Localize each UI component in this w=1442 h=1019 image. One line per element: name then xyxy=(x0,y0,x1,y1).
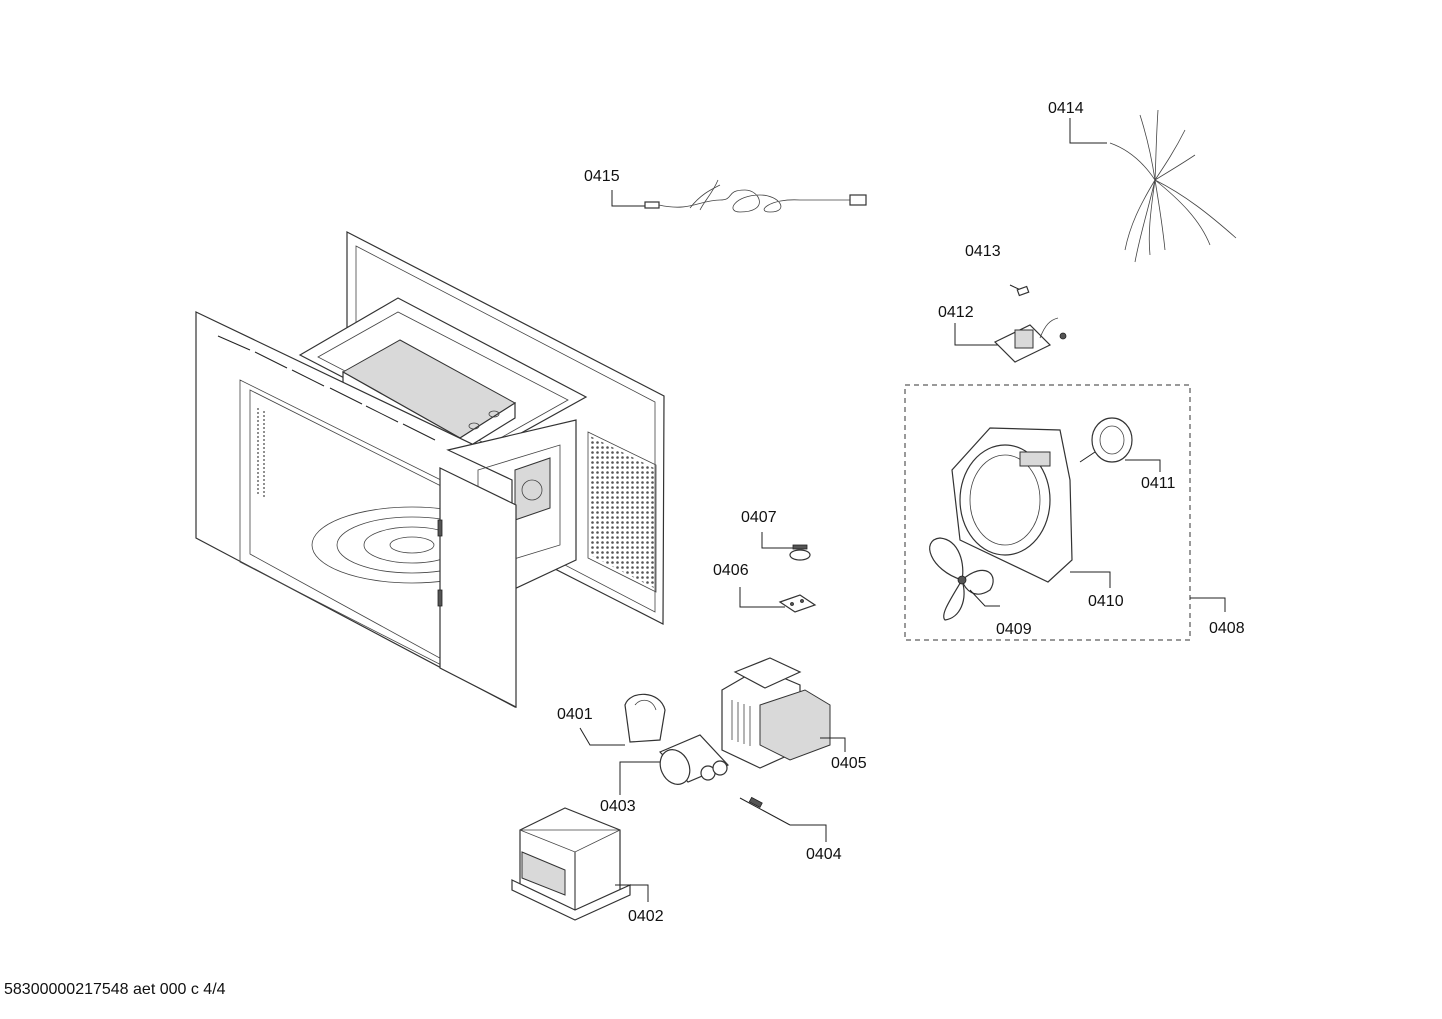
oven-cavity-housing xyxy=(195,231,665,708)
label-0410: 0410 xyxy=(1088,593,1124,610)
part-0401-capacitor-clamp xyxy=(579,693,666,746)
left-side-grille xyxy=(257,408,265,498)
label-0408: 0408 xyxy=(1209,620,1245,637)
label-0402: 0402 xyxy=(628,908,664,925)
label-0404: 0404 xyxy=(806,846,842,863)
label-0412: 0412 xyxy=(938,304,974,321)
part-0402-hv-transformer xyxy=(511,807,649,921)
part-0411-fan-motor xyxy=(1079,417,1161,472)
part-0408-fan-assembly-group xyxy=(904,384,1226,641)
part-0404-hv-diode xyxy=(739,796,827,842)
part-0413-fuse xyxy=(1009,284,1030,297)
label-0413: 0413 xyxy=(965,243,1001,260)
right-perforated-panel xyxy=(587,431,657,593)
label-0405: 0405 xyxy=(831,755,867,772)
part-0403-capacitor xyxy=(619,734,730,795)
part-0410-fan-housing xyxy=(951,427,1111,588)
label-0407: 0407 xyxy=(741,509,777,526)
part-0409-fan-blade xyxy=(929,537,1000,621)
label-0415: 0415 xyxy=(584,168,620,185)
part-0414-wiring-loom xyxy=(1069,109,1237,263)
part-0406-bracket xyxy=(739,587,817,613)
label-0403: 0403 xyxy=(600,798,636,815)
front-vent-slots xyxy=(217,335,436,441)
drawing-reference-footer: 58300000217548 aet 000 c 4/4 xyxy=(4,981,226,998)
label-0411: 0411 xyxy=(1141,475,1176,492)
part-0407-thermostat xyxy=(761,532,811,561)
part-0405-magnetron xyxy=(721,657,846,769)
label-0406: 0406 xyxy=(713,562,749,579)
label-0414: 0414 xyxy=(1048,100,1084,117)
part-0415-mains-cable xyxy=(611,179,867,213)
label-0409: 0409 xyxy=(996,621,1032,638)
label-0401: 0401 xyxy=(557,706,593,723)
part-0412-relay-board xyxy=(954,317,1067,363)
